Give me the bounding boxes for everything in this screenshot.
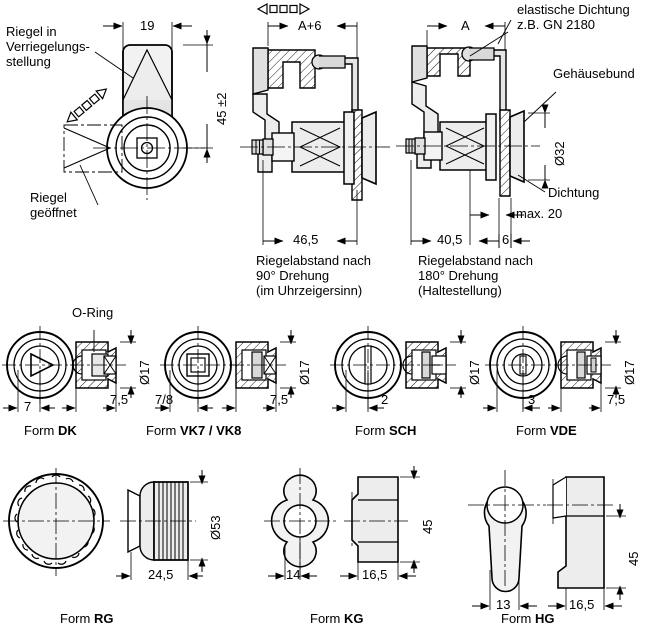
form-hg-group [468, 470, 626, 610]
dimension-dk-dia: Ø17 [137, 360, 152, 385]
dimension-kg-height: 45 [420, 519, 435, 534]
form-label-vde-prefix: Form [516, 423, 550, 438]
dimension-sch-dia: Ø17 [467, 360, 482, 385]
form-label-dk-code: DK [57, 423, 77, 438]
form-label-sch: Form SCH [355, 423, 416, 438]
dimension-kg-depth: 16,5 [362, 567, 388, 582]
form-label-kg: Form KG [310, 611, 363, 626]
dimension-46-5: 46,5 [293, 232, 319, 247]
dimension-40-5: 40,5 [437, 232, 463, 247]
dimension-vde-left: 3 [528, 392, 536, 407]
form-label-vde: Form VDE [516, 423, 577, 438]
dimension-hg-width: 13 [496, 597, 511, 612]
form-label-kg-prefix: Form [310, 611, 344, 626]
dimension-vde-dia: Ø17 [622, 360, 637, 385]
dimension-dia-32: Ø32 [552, 141, 567, 166]
caption-180-degree: Riegelabstand nach 180° Drehung (Haltest… [418, 253, 533, 298]
dimension-dk-right: 7,5 [110, 392, 129, 407]
dimension-sch-left: 2 [381, 392, 389, 407]
form-label-vde-code: VDE [549, 423, 577, 438]
form-label-rg-prefix: Form [60, 611, 94, 626]
dimension-dk-left: 7 [24, 399, 32, 414]
dimension-a-plus-6: A+6 [298, 18, 322, 33]
dimension-hg-depth: 16,5 [569, 597, 595, 612]
right-view-group [396, 19, 557, 248]
caption-90-degree: Riegelabstand nach 90° Drehung (im Uhrze… [256, 253, 371, 298]
dimension-rg-width: 24,5 [148, 567, 174, 582]
annotation-riegel-open: Riegel geöffnet [30, 190, 77, 220]
form-label-dk-prefix: Form [24, 423, 58, 438]
form-label-sch-prefix: Form [355, 423, 389, 438]
form-label-rg: Form RG [60, 611, 113, 626]
form-rg-group [3, 468, 208, 580]
dimension-max-20: max. 20 [516, 206, 563, 221]
form-label-kg-code: KG [343, 611, 364, 626]
annotation-elastic-seal: elastische Dichtung z.B. GN 2180 [517, 2, 630, 32]
form-label-sch-code: SCH [388, 423, 417, 438]
dimension-hg-height: 45 [626, 551, 641, 566]
form-label-hg-prefix: Form [501, 611, 535, 626]
dimension-vk-dia: Ø17 [297, 360, 312, 385]
form-vde-group [483, 326, 621, 412]
form-kg-group [264, 466, 420, 580]
dimension-19: 19 [140, 18, 155, 33]
form-label-hg: Form HG [501, 611, 554, 626]
annotation-housing-collar: Gehäusebund [553, 66, 635, 81]
form-label-vk: Form VK7 / VK8 [146, 423, 241, 438]
annotation-riegel-locked: Riegel in Verriegelungs- stellung [6, 24, 90, 69]
form-vk-group [155, 326, 296, 412]
left-view-group [63, 22, 213, 206]
form-label-vk-prefix: Form [146, 423, 180, 438]
dimension-vk-right: 7,5 [270, 392, 289, 407]
form-label-vk-code: VK7 / VK8 [179, 423, 242, 438]
dimension-rg-dia: Ø53 [208, 515, 223, 540]
dimension-45-tolerance: 45 ±2 [214, 92, 229, 125]
form-dk-group [2, 326, 136, 412]
form-label-rg-code: RG [93, 611, 114, 626]
form-label-dk: Form DK [24, 423, 77, 438]
annotation-seal: Dichtung [548, 185, 600, 200]
middle-view-group [240, 3, 390, 245]
dimension-kg-width: 14 [286, 567, 301, 582]
dimension-vk-left: 7/8 [155, 392, 174, 407]
form-sch-group [330, 326, 466, 412]
annotation-o-ring: O-Ring [72, 305, 114, 320]
dimension-vde-right: 7,5 [607, 392, 626, 407]
form-label-hg-code: HG [534, 611, 555, 626]
dimension-6: 6 [502, 232, 510, 247]
dimension-a: A [461, 18, 470, 33]
